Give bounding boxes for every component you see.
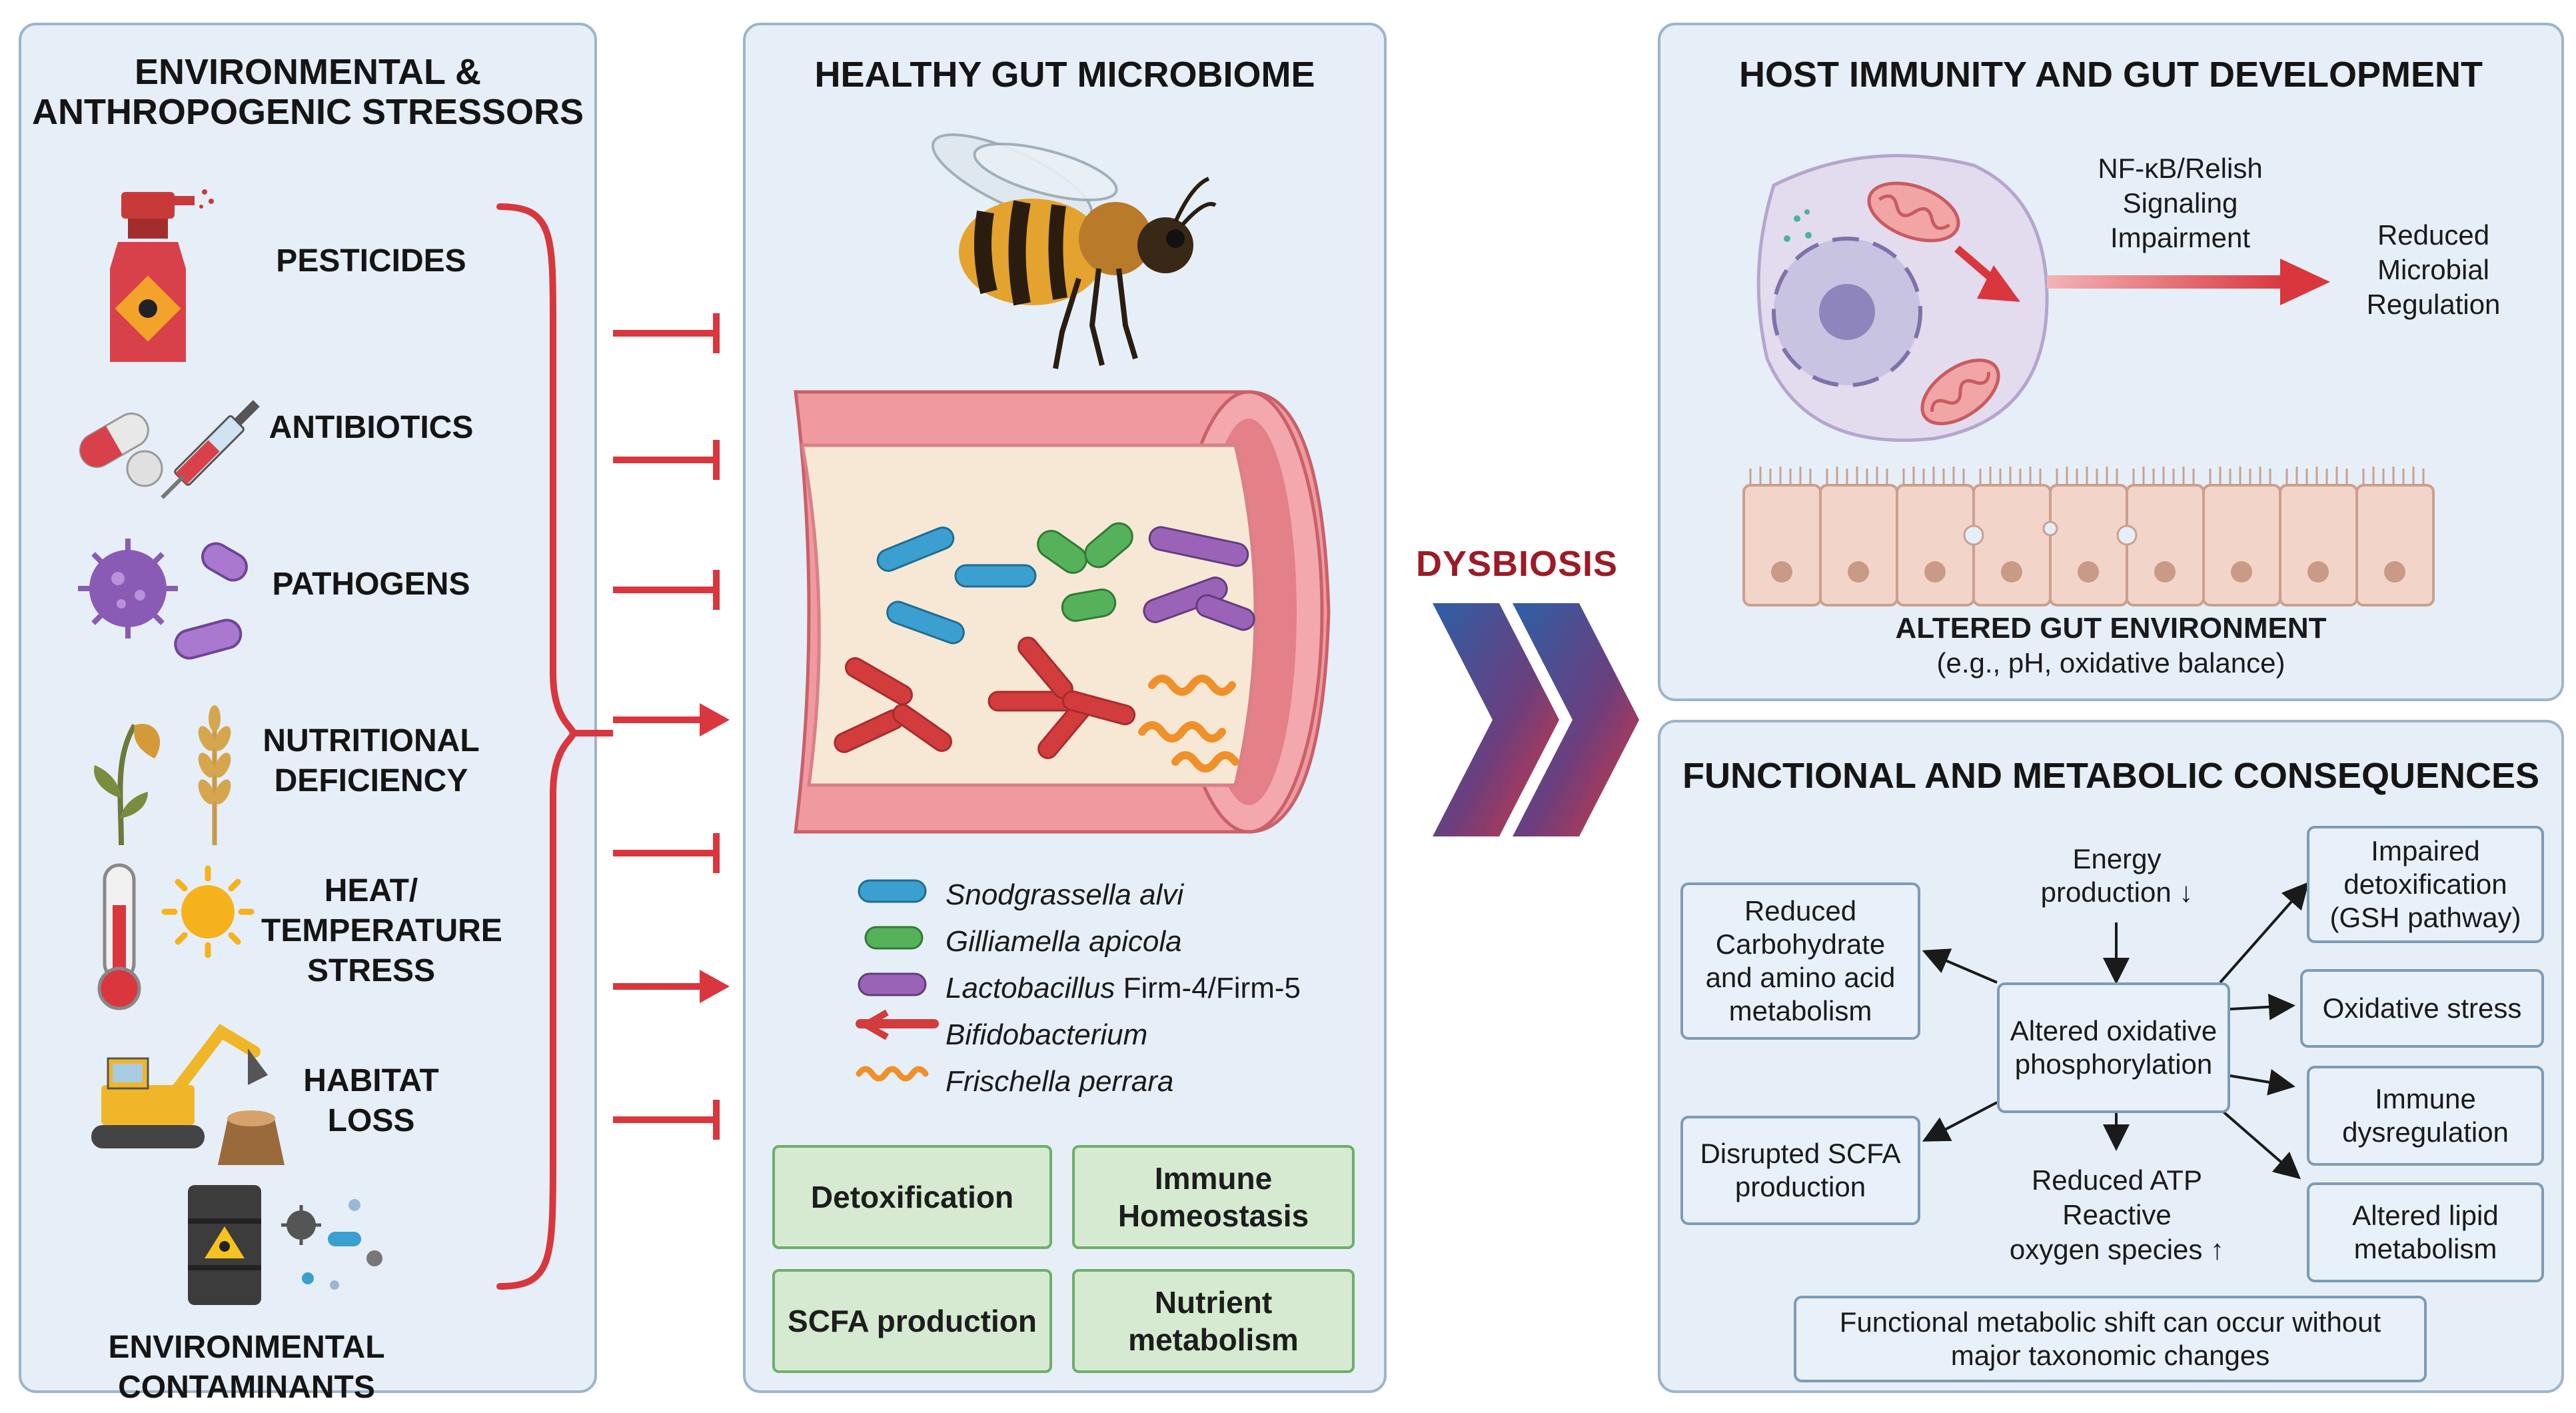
footer-note: Functional metabolic shift can occur wit… — [1794, 1296, 2427, 1382]
function-detoxification: Detoxification — [772, 1145, 1052, 1249]
host-cell-illustration — [1756, 154, 2049, 442]
microbiome-title: HEALTHY GUT MICROBIOME — [814, 55, 1315, 95]
signal-text-line1: NF-κB/Relish — [2098, 153, 2263, 184]
gut-env-subtitle: (e.g., pH, oxidative balance) — [1936, 647, 2285, 679]
outcome-text-line2: Microbial — [2377, 254, 2490, 285]
toxic-barrel-icon — [188, 1185, 382, 1305]
legend-label-bifidobacterium: Bifidobacterium — [946, 1018, 1148, 1051]
immunity-panel: HOST IMMUNITY AND GUT DEVELOPMENT NF-κB/… — [1658, 23, 2564, 701]
stressor-label-habitat-line1: HABITAT — [303, 1063, 439, 1098]
stressor-label-heat-line3: STRESS — [307, 953, 436, 988]
consequence-carbohydrate-metabolism: Reduced Carbohydrate and amino acid meta… — [1680, 882, 1920, 1040]
consequence-arrows — [1922, 882, 2309, 1180]
inhibition-line-1 — [613, 313, 720, 353]
pills-syringe-icon — [79, 400, 260, 499]
legend-label-snodgrassella: Snodgrassella alvi — [946, 878, 1184, 911]
function-scfa-production: SCFA production — [772, 1269, 1052, 1373]
gilliamella-cells — [1037, 522, 1133, 622]
stressor-label-heat-line1: HEAT/ — [324, 873, 418, 908]
consequences-panel: FUNCTIONAL AND METABOLIC CONSEQUENCES En… — [1658, 720, 2564, 1393]
frischella-cells — [1138, 675, 1239, 772]
virus-bacteria-icon — [78, 539, 248, 660]
signaling-arrow — [2047, 259, 2330, 305]
dysbiosis-chevrons — [1433, 603, 1639, 836]
inhibition-line-4 — [613, 833, 720, 873]
lactobacillus-cells — [1143, 526, 1255, 631]
legend-label-gilliamella: Gilliamella apicola — [946, 925, 1182, 958]
epithelium-illustration — [1742, 467, 2435, 607]
signal-text-line2: Signaling — [2122, 187, 2238, 219]
stressor-label-pesticides: PESTICIDES — [276, 243, 466, 279]
atp-ros-text-line1: Reduced ATP — [2031, 1164, 2203, 1196]
legend-label-lactobacillus: Lactobacillus Firm-4/Firm-5 — [946, 972, 1301, 1005]
honeybee-icon — [931, 133, 1217, 369]
consequence-scfa-production: Disrupted SCFA production — [1680, 1116, 1920, 1225]
microbiome-panel: HEALTHY GUT MICROBIOME — [743, 23, 1387, 1393]
signal-text-line3: Impairment — [2110, 222, 2251, 253]
function-immune-homeostasis: Immune Homeostasis — [1072, 1145, 1355, 1249]
stressor-connectors — [496, 203, 730, 1290]
snodgrassella-cells — [876, 527, 1037, 645]
gut-env-title: ALTERED GUT ENVIRONMENT — [1895, 612, 2327, 645]
activation-arrow-1 — [613, 703, 730, 736]
outcome-text-line3: Regulation — [2366, 289, 2501, 320]
consequence-lipid-metabolism: Altered lipid metabolism — [2307, 1182, 2544, 1282]
consequence-oxidative-stress: Oxidative stress — [2300, 969, 2544, 1048]
stressor-label-contaminants-line1: ENVIRONMENTAL — [108, 1330, 385, 1365]
stressor-label-nutritional-line2: DEFICIENCY — [274, 763, 468, 798]
excavator-stump-icon — [91, 1024, 285, 1165]
function-nutrient-metabolism: Nutrient metabolism — [1072, 1269, 1355, 1373]
stressors-title-line2: ANTHROPOGENIC STRESSORS — [31, 92, 584, 132]
bifidobacterium-cells — [834, 637, 1136, 759]
consequences-title: FUNCTIONAL AND METABOLIC CONSEQUENCES — [1682, 756, 2539, 796]
atp-ros-text-line3: oxygen species ↑ — [2009, 1234, 2225, 1265]
spray-bottle-icon — [110, 189, 214, 362]
consequence-immune-dysregulation: Immune dysregulation — [2307, 1066, 2544, 1166]
outcome-text-line1: Reduced — [2377, 219, 2490, 251]
legend-swatches — [856, 879, 939, 1082]
stressor-label-habitat-line2: LOSS — [327, 1103, 415, 1138]
stressors-panel: ENVIRONMENTAL & ANTHROPOGENIC STRESSORS … — [19, 23, 597, 1405]
stressor-label-pathogens: PATHOGENS — [272, 567, 470, 602]
legend-label-lactobacillus-genus: Lactobacillus — [946, 972, 1115, 1004]
gut-tube-illustration — [794, 390, 1331, 834]
inhibition-line-3 — [613, 570, 720, 610]
inhibition-line-5 — [613, 1100, 720, 1140]
wilted-plant-icon — [94, 705, 231, 845]
immunity-title: HOST IMMUNITY AND GUT DEVELOPMENT — [1738, 55, 2483, 95]
stressor-label-nutritional-line1: NUTRITIONAL — [263, 723, 480, 758]
atp-ros-text-line2: Reactive — [2062, 1199, 2172, 1230]
stressor-label-antibiotics: ANTIBIOTICS — [269, 410, 474, 445]
legend-label-lactobacillus-suffix: Firm-4/Firm-5 — [1115, 972, 1301, 1004]
inhibition-line-2 — [613, 440, 720, 480]
stressor-label-contaminants-line2: CONTAMINANTS — [118, 1370, 375, 1405]
thermometer-sun-icon — [97, 863, 255, 1010]
dysbiosis-label: DYSBIOSIS — [1416, 544, 1618, 584]
central-oxidative-phosphorylation: Altered oxidative phosphorylation — [1997, 982, 2230, 1113]
stressors-title-line1: ENVIRONMENTAL & — [134, 52, 481, 92]
stressor-label-heat-line2: TEMPERATURE — [261, 913, 502, 948]
energy-production-text: Energy production ↓ — [2040, 843, 2194, 908]
consequence-impaired-detox: Impaired detoxification (GSH pathway) — [2307, 826, 2544, 943]
legend-label-frischella: Frischella perrara — [946, 1065, 1174, 1098]
activation-arrow-2 — [613, 970, 730, 1003]
